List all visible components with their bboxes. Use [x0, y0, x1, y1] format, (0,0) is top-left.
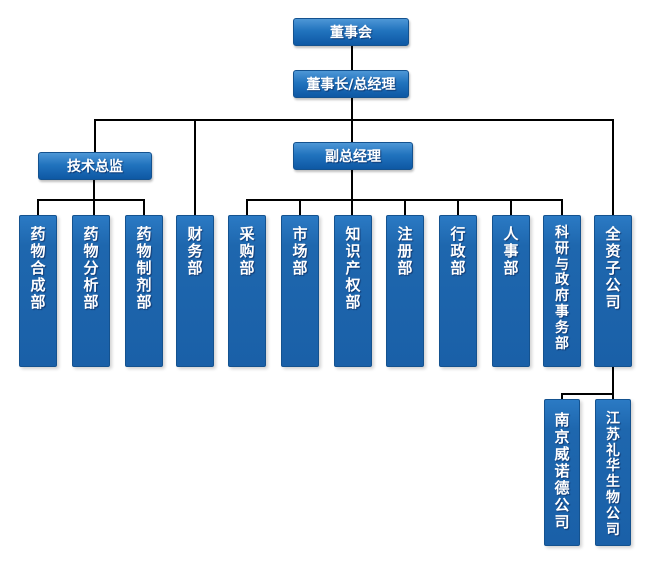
connector-rail-subsidiary-holding [612, 119, 614, 215]
node-dept-finance-label: 财务部 [187, 225, 203, 277]
node-dept-purchasing-label: 采购部 [239, 225, 255, 277]
node-dept-hr-label: 人事部 [503, 225, 519, 277]
node-dept-administration: 行政部 [439, 215, 477, 367]
node-chairman-gm: 董事长/总经理 [293, 70, 409, 98]
node-dept-drug-synthesis-label: 药物合成部 [30, 225, 46, 311]
node-dept-intellectual-property-label: 知识产权部 [345, 225, 361, 311]
node-dept-hr: 人事部 [492, 215, 530, 367]
connector-drop-drug-synthesis [37, 199, 39, 215]
node-dept-drug-synthesis: 药物合成部 [19, 215, 57, 367]
node-deputy-gm: 副总经理 [293, 142, 413, 170]
connector-techdirector-stub [93, 180, 95, 215]
node-dept-registration-label: 注册部 [397, 225, 413, 277]
node-board-label: 董事会 [330, 25, 372, 41]
node-dept-drug-formulation-label: 药物制剂部 [136, 225, 152, 311]
node-chairman-gm-label: 董事长/总经理 [306, 77, 396, 93]
connector-board-chairman [351, 46, 353, 70]
connector-drop-drug-formulation [143, 199, 145, 215]
node-dept-research-gov-affairs-label: 科研与政府事务部 [555, 225, 569, 352]
node-dept-finance: 财务部 [176, 215, 214, 367]
connector-drop-marketing [299, 199, 301, 215]
node-board: 董事会 [293, 18, 409, 46]
connector-holding-stub [612, 367, 614, 395]
connector-tech-rail [37, 199, 145, 201]
connector-subsidiary-rail [561, 393, 614, 395]
node-subsidiary-nanjing-weinuode: 南京威诺德公司 [544, 399, 580, 546]
connector-drop-registration [404, 199, 406, 215]
node-subsidiary-jiangsu-lihua-label: 江苏礼华生物公司 [606, 411, 620, 538]
node-dept-registration: 注册部 [386, 215, 424, 367]
node-deputy-gm-label: 副总经理 [325, 149, 381, 165]
node-dept-drug-formulation: 药物制剂部 [125, 215, 163, 367]
connector-drop-hr [510, 199, 512, 215]
node-subsidiary-nanjing-weinuode-label: 南京威诺德公司 [554, 411, 570, 531]
node-dept-research-gov-affairs: 科研与政府事务部 [543, 215, 581, 367]
node-dept-purchasing: 采购部 [228, 215, 266, 367]
connector-main-rail [94, 119, 614, 121]
connector-rail-finance [194, 119, 196, 215]
connector-drop-jiangsu [612, 393, 614, 401]
node-subsidiary-jiangsu-lihua: 江苏礼华生物公司 [595, 399, 631, 546]
connector-drop-research-gov [561, 199, 563, 215]
connector-drop-purchasing [246, 199, 248, 215]
node-wholly-owned-subsidiary: 全资子公司 [594, 215, 632, 367]
connector-drop-nanjing [561, 393, 563, 401]
connector-rail-techdirector [94, 119, 96, 152]
connector-rail-deputygm [351, 119, 353, 142]
node-dept-intellectual-property: 知识产权部 [334, 215, 372, 367]
node-tech-director-label: 技术总监 [67, 159, 123, 175]
node-wholly-owned-subsidiary-label: 全资子公司 [605, 225, 621, 311]
node-dept-marketing-label: 市场部 [292, 225, 308, 277]
node-dept-drug-analysis-label: 药物分析部 [83, 225, 99, 311]
connector-drop-admin [457, 199, 459, 215]
connector-deputygm-stub [351, 170, 353, 215]
node-tech-director: 技术总监 [38, 152, 152, 180]
node-dept-administration-label: 行政部 [450, 225, 466, 277]
connector-chairman-rail [351, 98, 353, 119]
node-dept-marketing: 市场部 [281, 215, 319, 367]
node-dept-drug-analysis: 药物分析部 [72, 215, 110, 367]
